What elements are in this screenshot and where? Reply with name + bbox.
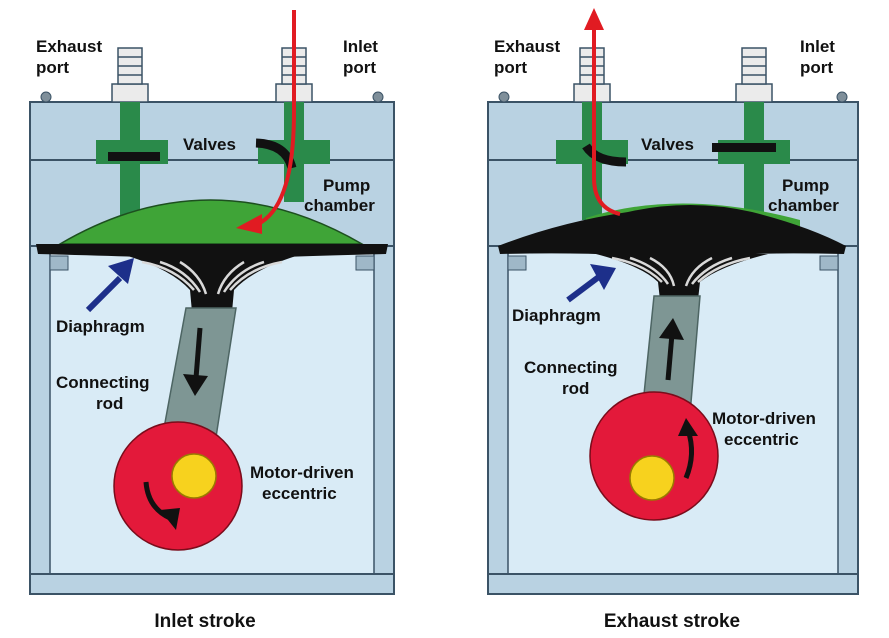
inlet-port-label: Inletport — [800, 37, 835, 77]
base-plate — [30, 574, 394, 594]
clamp-right — [820, 256, 838, 270]
diaphragm-label: Diaphragm — [512, 306, 601, 325]
screw-icon — [41, 92, 51, 102]
eccentric-center — [630, 456, 674, 500]
valves-label: Valves — [183, 135, 236, 154]
clamp-left — [50, 256, 68, 270]
panel-caption: Exhaust stroke — [604, 611, 740, 632]
clamp-right — [356, 256, 374, 270]
inlet-port-fitting — [736, 48, 772, 102]
exhaust-stroke-panel: Exhaustport Inletport Valves Pumpchamber… — [488, 8, 858, 632]
valves-label: Valves — [641, 135, 694, 154]
screw-icon — [837, 92, 847, 102]
clamp-left — [508, 256, 526, 270]
diaphragm-label: Diaphragm — [56, 317, 145, 336]
panel-caption: Inlet stroke — [154, 611, 255, 632]
exhaust-flow-arrowhead — [584, 8, 604, 30]
inlet-stroke-panel: Exhaustport Inletport Valves Pumpchamber… — [30, 10, 394, 632]
inlet-port-label: Inletport — [343, 37, 378, 77]
exhaust-port-label: Exhaustport — [494, 37, 560, 77]
screw-icon — [373, 92, 383, 102]
exhaust-port-label: Exhaustport — [36, 37, 102, 77]
eccentric-center — [172, 454, 216, 498]
base-plate — [488, 574, 858, 594]
screw-icon — [499, 92, 509, 102]
exhaust-port-fitting — [112, 48, 148, 102]
